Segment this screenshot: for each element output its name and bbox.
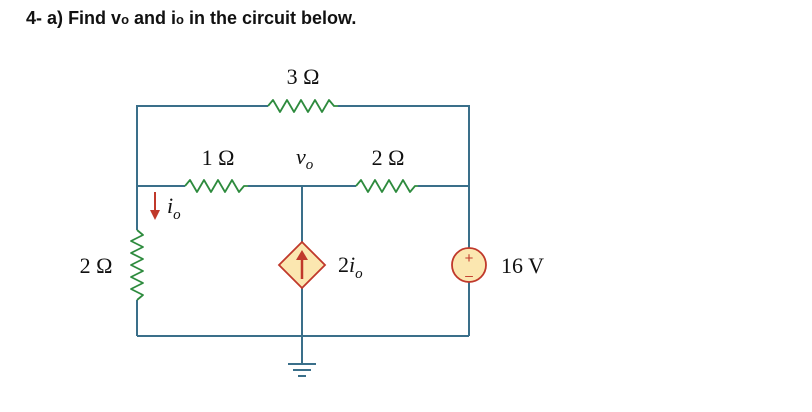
resistor-2ohm-left-icon <box>130 229 144 301</box>
dependent-source-sub: o <box>355 266 363 282</box>
top-resistor-label: 3 Ω <box>287 64 320 89</box>
voltage-source-label: 16 V <box>501 253 544 278</box>
current-var: i <box>167 193 173 218</box>
question-text-post: in the circuit below. <box>183 8 357 28</box>
voltage-source-minus: – <box>465 267 473 283</box>
current-sub: o <box>173 207 181 223</box>
voltage-source-plus: + <box>465 250 474 267</box>
wire-top-left <box>136 105 268 186</box>
current-label: io <box>167 193 181 223</box>
question-text-pre: Find v <box>68 8 122 28</box>
dependent-current-source-icon <box>277 240 327 290</box>
node-voltage-sub: o <box>306 157 314 173</box>
wires <box>136 105 470 364</box>
current-arrow-icon <box>150 192 160 220</box>
ground-icon <box>288 363 316 377</box>
resistors <box>130 99 418 301</box>
resistor-3ohm-icon <box>267 99 338 113</box>
dependent-source-label: 2io <box>338 252 363 282</box>
dependent-source-coeff: 2 <box>338 252 349 277</box>
left-vertical-resistor-label: 2 Ω <box>80 253 113 278</box>
resistor-2ohm-right-icon <box>355 179 418 193</box>
voltage-source-icon <box>451 247 487 283</box>
resistor-1ohm-icon <box>184 179 248 193</box>
question-sub-vo: o <box>121 12 130 27</box>
left-mid-resistor-label: 1 Ω <box>202 145 235 170</box>
dependent-source-var: i <box>349 252 355 277</box>
question-part: a) <box>47 8 64 28</box>
node-voltage-var: v <box>296 144 306 169</box>
question-heading: 4- a) Find vo and io in the circuit belo… <box>26 8 356 29</box>
question-sub-io: o <box>176 12 184 27</box>
right-mid-resistor-label: 2 Ω <box>372 145 405 170</box>
node-voltage-label: vo <box>296 144 314 173</box>
wire-top-right <box>338 105 470 186</box>
question-number: 4- <box>26 8 43 28</box>
question-text-mid: and i <box>129 8 177 28</box>
